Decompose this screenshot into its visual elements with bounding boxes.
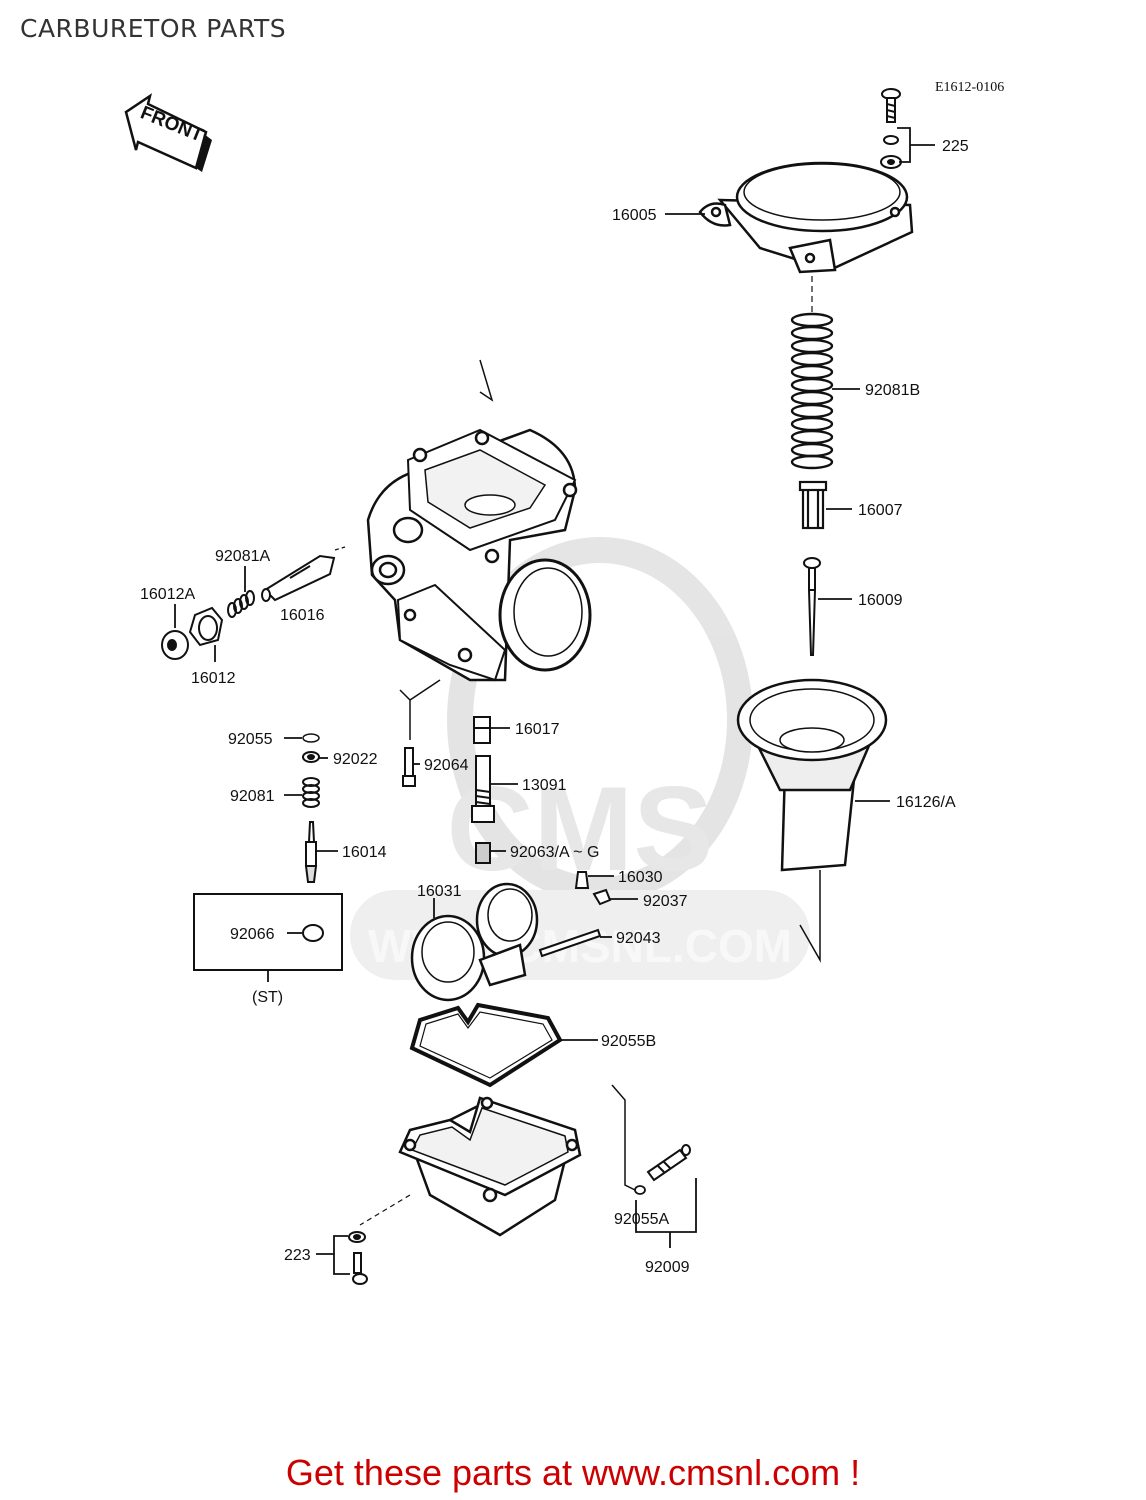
label-16012A: 16012A bbox=[140, 586, 195, 603]
clip-92037 bbox=[592, 888, 612, 906]
label-92081B: 92081B bbox=[865, 382, 920, 399]
needle-jet-13091 bbox=[471, 755, 495, 823]
diagram-code: E1612-0106 bbox=[935, 80, 1004, 95]
washer-92022 bbox=[302, 751, 320, 763]
label-16017: 16017 bbox=[515, 721, 560, 738]
label-92055A: 92055A bbox=[614, 1211, 669, 1228]
label-92055B: 92055B bbox=[601, 1033, 656, 1050]
label-92063: 92063/A ~ G bbox=[510, 844, 599, 861]
plug-16012 bbox=[188, 606, 224, 647]
label-92022: 92022 bbox=[333, 751, 378, 768]
label-225: 225 bbox=[942, 138, 969, 155]
label-16007: 16007 bbox=[858, 502, 903, 519]
top-cover-16005 bbox=[698, 161, 914, 274]
label-223: 223 bbox=[284, 1247, 311, 1264]
cap-screw bbox=[880, 88, 902, 169]
spring-92081 bbox=[302, 777, 320, 808]
set-label: (ST) bbox=[252, 989, 283, 1006]
o-ring-92055A bbox=[634, 1185, 646, 1195]
label-92064: 92064 bbox=[424, 757, 469, 774]
pilot-screw-16016 bbox=[261, 554, 336, 602]
front-arrow-icon: FRONT bbox=[124, 93, 212, 172]
label-16031: 16031 bbox=[417, 883, 462, 900]
cap-16012A bbox=[161, 630, 189, 660]
label-92081A: 92081A bbox=[215, 548, 270, 565]
spring-92081B bbox=[790, 312, 834, 470]
label-92043: 92043 bbox=[616, 930, 661, 947]
label-16005: 16005 bbox=[612, 207, 657, 224]
spring-92081A bbox=[227, 590, 255, 618]
label-92055: 92055 bbox=[228, 731, 273, 748]
carburetor-body bbox=[366, 428, 592, 682]
page-title: CARBURETOR PARTS bbox=[20, 14, 287, 43]
jet-92064 bbox=[402, 747, 416, 787]
float-bowl bbox=[398, 1096, 582, 1237]
label-92081: 92081 bbox=[230, 788, 275, 805]
pin-92043 bbox=[538, 928, 602, 958]
label-92037: 92037 bbox=[643, 893, 688, 910]
screw-16014 bbox=[304, 821, 318, 883]
label-16009: 16009 bbox=[858, 592, 903, 609]
holder-16017 bbox=[473, 716, 491, 744]
valve-16030 bbox=[574, 871, 590, 889]
leader-225 bbox=[897, 127, 935, 163]
label-16126A: 16126/A bbox=[896, 794, 956, 811]
retainer-16007 bbox=[798, 480, 828, 530]
float-16031 bbox=[410, 882, 539, 1002]
needle-16009 bbox=[803, 557, 821, 656]
main-jet-92063 bbox=[475, 842, 491, 864]
label-13091: 13091 bbox=[522, 777, 567, 794]
label-16030: 16030 bbox=[618, 869, 663, 886]
label-16016: 16016 bbox=[280, 607, 325, 624]
footer-link[interactable]: Get these parts at www.cmsnl.com ! bbox=[285, 1452, 861, 1493]
gasket-92055B bbox=[409, 1002, 563, 1088]
drain-screw-92009 bbox=[646, 1144, 691, 1182]
label-16012: 16012 bbox=[191, 670, 236, 687]
screw-223 bbox=[348, 1231, 368, 1285]
o-ring-92055 bbox=[302, 733, 320, 743]
vacuum-piston-16126 bbox=[736, 678, 888, 872]
label-92009: 92009 bbox=[645, 1259, 690, 1276]
set-box bbox=[193, 893, 343, 971]
label-92066: 92066 bbox=[230, 926, 275, 943]
plug-92066 bbox=[302, 924, 324, 942]
label-16014: 16014 bbox=[342, 844, 387, 861]
